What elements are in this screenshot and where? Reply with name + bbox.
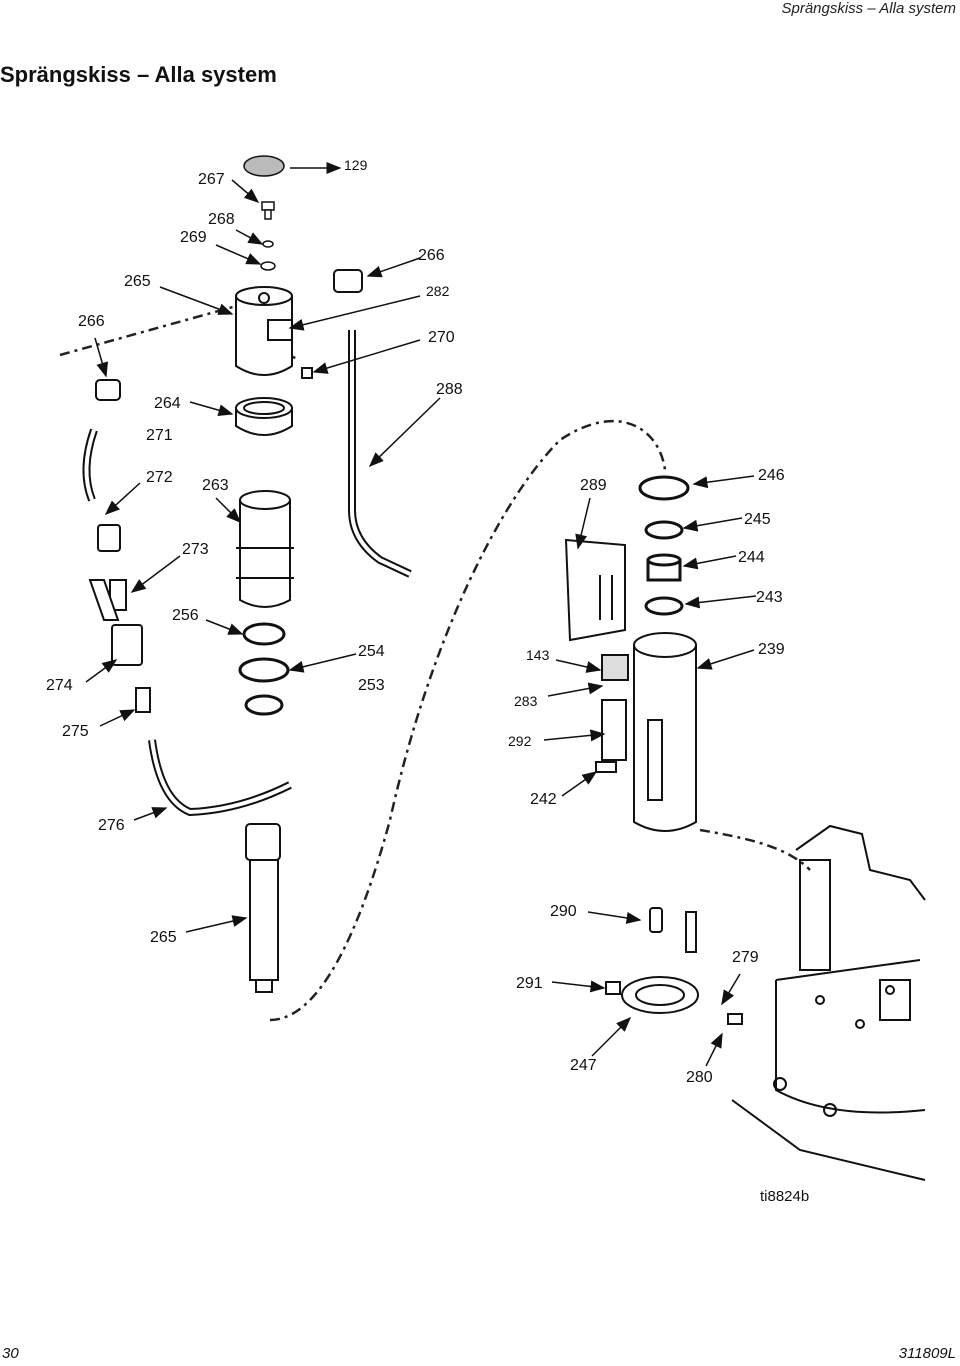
callout-273: 273 xyxy=(182,541,209,558)
elbow-fitting-part xyxy=(301,269,363,379)
callout-264: 264 xyxy=(154,395,181,412)
callout-244: 244 xyxy=(738,549,765,566)
nut-ring-part xyxy=(235,397,293,436)
callout-143: 143 xyxy=(526,647,550,663)
callout-269: 269 xyxy=(180,229,207,246)
small-screw-part xyxy=(260,201,276,271)
callout-282: 282 xyxy=(426,283,450,299)
callout-274: 274 xyxy=(46,677,73,694)
callout-268: 268 xyxy=(208,211,235,228)
callout-246: 246 xyxy=(758,467,785,484)
shield-part xyxy=(564,538,629,761)
page-number: 30 xyxy=(2,1345,19,1362)
page-title: Sprängskiss – Alla system xyxy=(0,62,277,87)
top-housing-part xyxy=(235,286,293,376)
callout-276: 276 xyxy=(98,817,125,834)
callout-289: 289 xyxy=(580,477,607,494)
callout-239: 239 xyxy=(758,641,785,658)
o-rings-right xyxy=(638,475,690,616)
document-number: 311809L xyxy=(898,1345,956,1362)
callout-290: 290 xyxy=(550,903,577,920)
leader-lines xyxy=(85,162,757,1067)
callout-266-left: 266 xyxy=(78,313,105,330)
callout-253: 253 xyxy=(358,677,385,694)
pump-rod-part xyxy=(245,823,281,993)
o-rings-left xyxy=(238,622,290,716)
callout-270: 270 xyxy=(428,329,455,346)
clamp-assembly-part xyxy=(605,907,743,1025)
callout-265-upper: 265 xyxy=(124,273,151,290)
base-frame-part xyxy=(731,824,926,1181)
callout-245: 245 xyxy=(744,511,771,528)
figure-reference: ti8824b xyxy=(760,1188,810,1205)
callout-266-right: 266 xyxy=(418,247,445,264)
callout-267: 267 xyxy=(198,171,225,188)
callout-292: 292 xyxy=(508,733,532,749)
main-cylinder-part xyxy=(595,632,697,832)
callout-275: 275 xyxy=(62,723,89,740)
cylinder-part xyxy=(236,490,294,608)
callout-254: 254 xyxy=(358,643,385,660)
assembly-path-lines xyxy=(59,303,811,1022)
callout-labels: 129 267 268 269 265 266 282 266 270 264 … xyxy=(46,157,785,1086)
valve-assembly-part xyxy=(88,379,151,713)
callout-271: 271 xyxy=(146,427,173,444)
callout-283: 283 xyxy=(514,693,538,709)
callout-291: 291 xyxy=(516,975,543,992)
callout-256: 256 xyxy=(172,607,199,624)
callout-129: 129 xyxy=(344,157,368,173)
callout-288: 288 xyxy=(436,381,463,398)
callout-263: 263 xyxy=(202,477,229,494)
callout-242: 242 xyxy=(530,791,557,808)
running-header: Sprängskiss – Alla system xyxy=(781,0,956,17)
callout-265-lower: 265 xyxy=(150,929,177,946)
callout-272: 272 xyxy=(146,469,173,486)
callout-279: 279 xyxy=(732,949,759,966)
callout-243: 243 xyxy=(756,589,783,606)
callout-247: 247 xyxy=(570,1057,597,1074)
callout-280: 280 xyxy=(686,1069,713,1086)
cap-disc-part xyxy=(243,155,285,177)
